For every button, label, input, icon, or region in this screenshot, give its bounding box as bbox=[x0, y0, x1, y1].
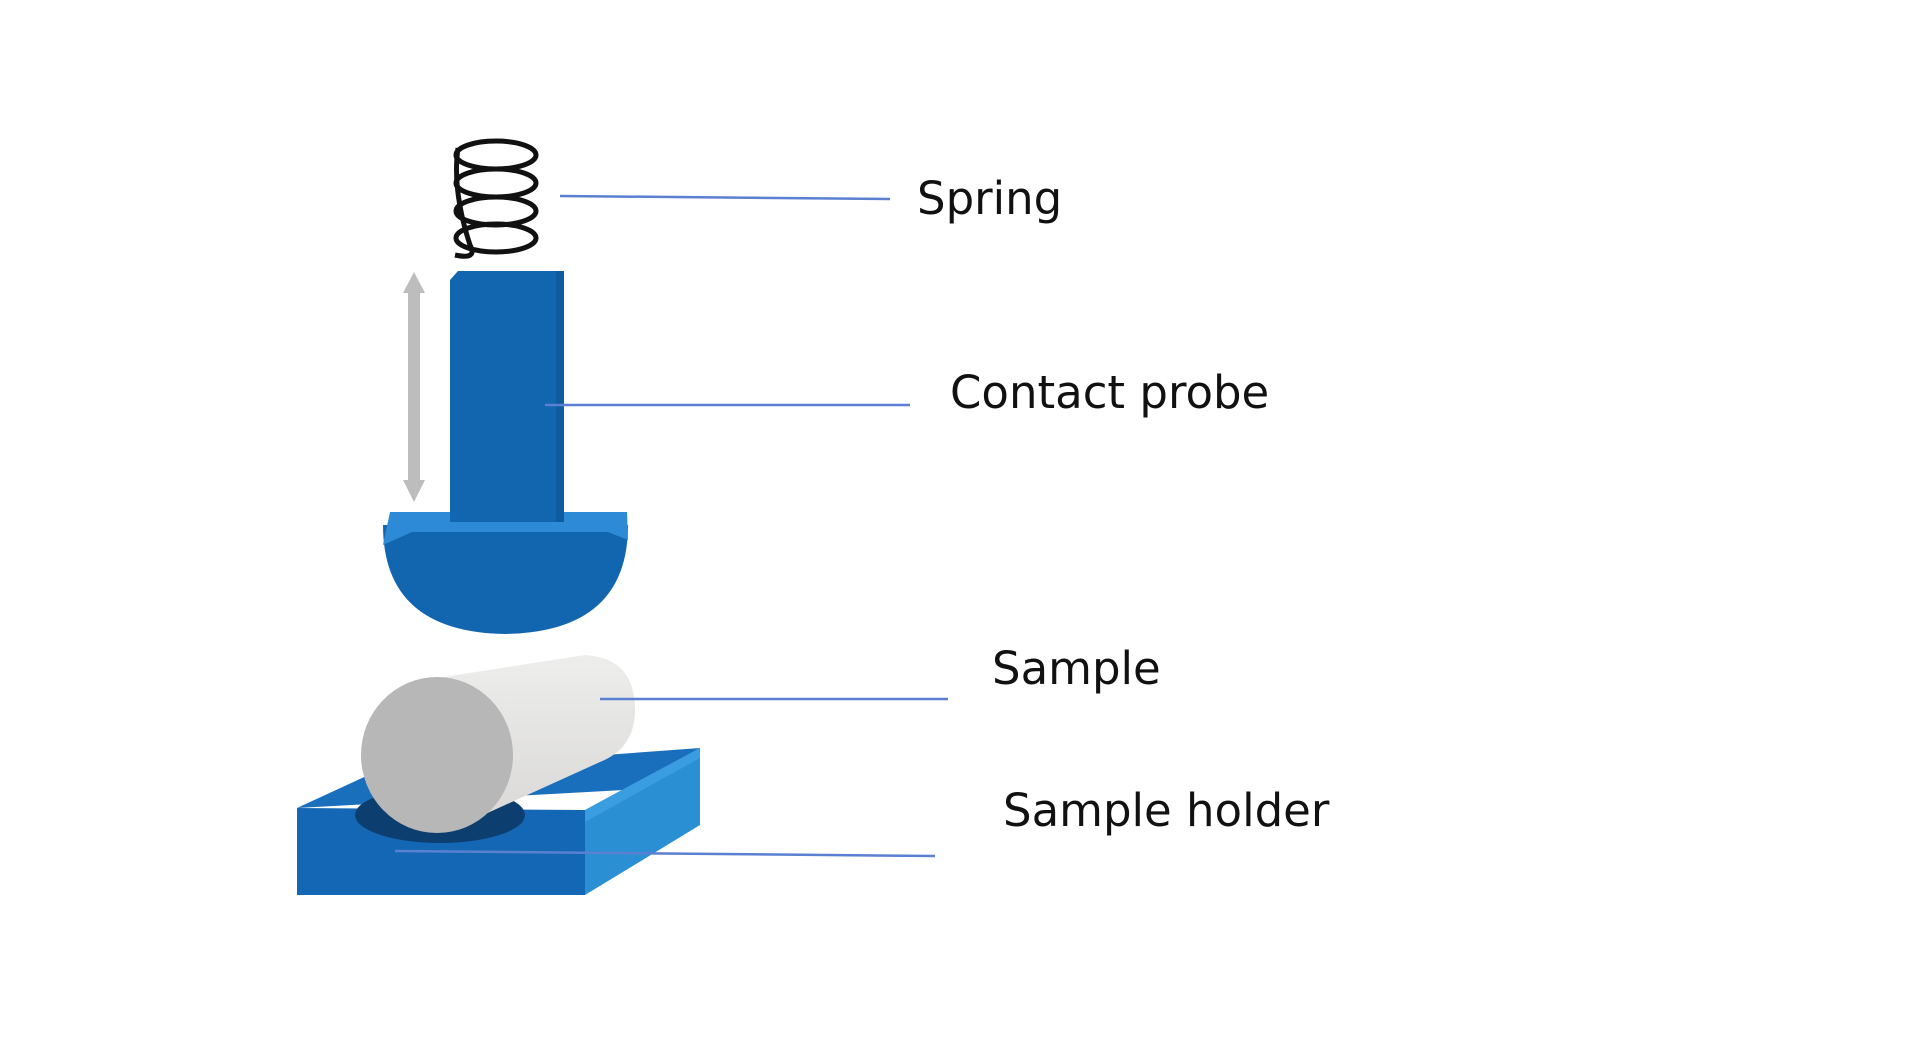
spring-coil bbox=[453, 138, 539, 259]
leader-line-spring bbox=[559, 194, 891, 201]
holder-side-face bbox=[585, 748, 700, 895]
sample-end-face bbox=[361, 677, 513, 833]
leader-lines bbox=[394, 194, 948, 858]
label-sample: Sample bbox=[992, 642, 1161, 695]
probe-shaft bbox=[450, 271, 564, 522]
holder-side-edge bbox=[585, 748, 700, 822]
probe-head-top bbox=[383, 512, 628, 545]
probe-hemisphere bbox=[383, 525, 628, 634]
motion-arrow-icon bbox=[403, 272, 425, 502]
contact-probe bbox=[383, 271, 628, 634]
sample-cylinder bbox=[355, 655, 635, 843]
leader-line-holder bbox=[394, 849, 936, 858]
label-contact-probe: Contact probe bbox=[950, 366, 1270, 419]
label-sample-holder: Sample holder bbox=[1003, 784, 1330, 837]
label-spring: Spring bbox=[917, 172, 1063, 225]
probe-shaft-edge bbox=[556, 271, 564, 522]
